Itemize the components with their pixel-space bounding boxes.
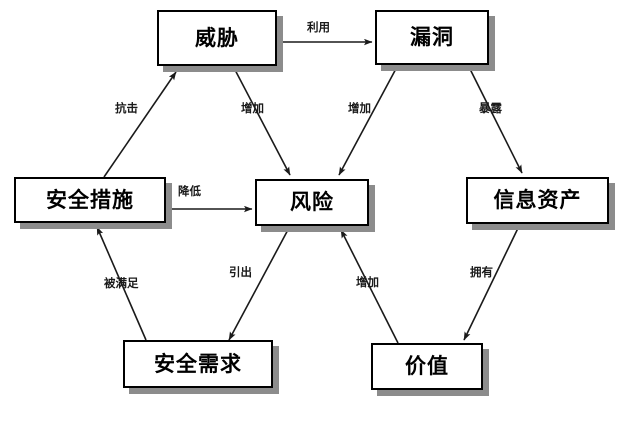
edge-line-vulnerability-increases-risk <box>338 64 399 176</box>
node-asset[interactable]: 信息资产 <box>466 177 609 224</box>
edge-line-safeguard-counters-threat <box>103 71 177 178</box>
edge-label-value-increases-risk: 增加 <box>356 275 379 289</box>
node-risk[interactable]: 风险 <box>255 179 369 226</box>
node-requirement[interactable]: 安全需求 <box>123 340 273 388</box>
edge-line-risk-derives-requirement <box>228 225 291 341</box>
edge-label-asset-has-value: 拥有 <box>470 265 493 279</box>
edge-label-vulnerability-exposes-asset: 暴露 <box>479 101 502 115</box>
node-label-safeguard: 安全措施 <box>46 187 134 212</box>
node-label-threat: 威胁 <box>195 25 239 50</box>
node-safeguard[interactable]: 安全措施 <box>14 177 166 223</box>
node-value[interactable]: 价值 <box>371 343 483 390</box>
edge-line-threat-increases-risk <box>232 65 291 176</box>
edge-label-safeguard-counters-threat: 抗击 <box>115 101 138 115</box>
edge-label-threat-increases-risk: 增加 <box>241 101 264 115</box>
node-vulnerability[interactable]: 漏洞 <box>375 10 489 65</box>
node-label-vulnerability: 漏洞 <box>410 25 454 49</box>
node-label-asset: 信息资产 <box>493 188 582 212</box>
node-label-requirement: 安全需求 <box>154 351 242 376</box>
edge-label-threat-exploits-vulnerability: 利用 <box>307 20 330 34</box>
edge-label-safeguard-reduces-risk: 降低 <box>178 184 201 198</box>
edge-label-risk-derives-requirement: 引出 <box>229 265 252 279</box>
node-label-risk: 风险 <box>290 190 334 214</box>
edge-line-asset-has-value <box>463 223 521 341</box>
node-label-value: 价值 <box>405 354 449 378</box>
edge-label-vulnerability-increases-risk: 增加 <box>348 101 371 115</box>
node-threat[interactable]: 威胁 <box>157 10 277 66</box>
edge-line-vulnerability-exposes-asset <box>467 64 523 174</box>
edge-label-requirement-satisfied-by-safeguard: 被满足 <box>104 276 139 290</box>
